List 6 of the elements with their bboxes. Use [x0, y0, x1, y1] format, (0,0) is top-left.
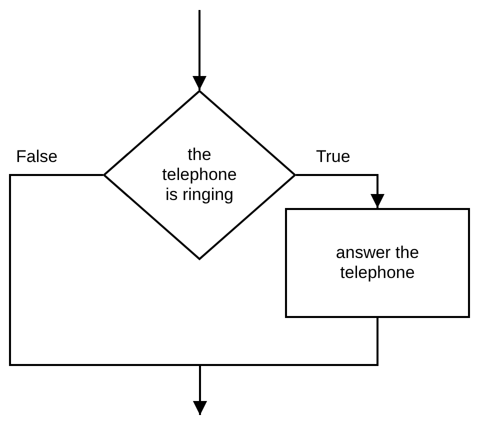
arrow [192, 10, 206, 90]
node-text: answer the telephone [334, 243, 420, 283]
arrow [193, 318, 378, 415]
process-box [285, 208, 470, 318]
node-text: the telephone is ringing [161, 145, 238, 205]
arrow [296, 174, 384, 208]
